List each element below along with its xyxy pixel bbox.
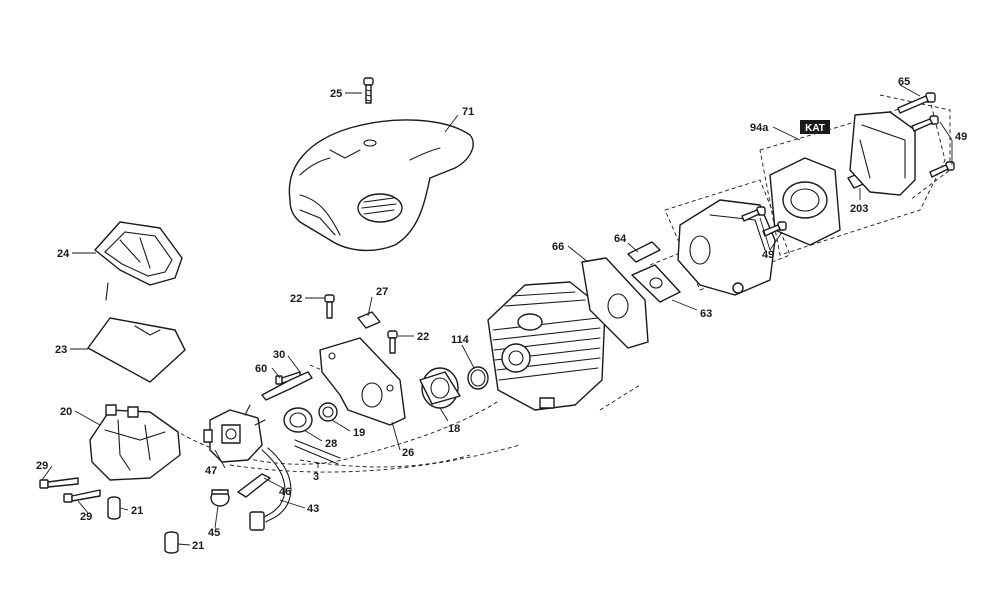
callout-19: 19 (353, 427, 365, 439)
callout-28: 28 (325, 438, 337, 450)
flange-28-part[interactable] (283, 407, 313, 433)
callout-64: 64 (614, 233, 627, 245)
callout-114: 114 (451, 334, 470, 346)
callout-43: 43 (307, 503, 319, 515)
screw-29-lower-part[interactable] (63, 489, 101, 503)
callout-18: 18 (448, 423, 460, 435)
primer-bulb-part[interactable] (210, 489, 230, 507)
impulse-hose-part[interactable] (294, 439, 341, 465)
filter-housing-part[interactable] (89, 404, 181, 481)
callout-21-upper: 21 (131, 505, 143, 517)
filter-pad-part[interactable] (87, 317, 186, 383)
callout-22-upper: 22 (290, 293, 302, 305)
callout-49-lower: 49 (762, 249, 774, 261)
ring-19-part[interactable] (318, 402, 338, 422)
callout-66: 66 (552, 241, 564, 253)
carburetor-part[interactable] (203, 404, 266, 463)
screw-29-upper-part[interactable] (39, 477, 79, 489)
callout-26: 26 (402, 447, 414, 459)
callout-27: 27 (376, 286, 388, 298)
callout-94a: 94a (750, 122, 769, 134)
muffler-body-part[interactable] (677, 199, 776, 296)
callout-45: 45 (208, 527, 220, 539)
callout-71: 71 (462, 106, 474, 118)
catalyst-94a-part[interactable] (769, 157, 841, 246)
leader-lines (41, 84, 953, 546)
adapter-plate-part[interactable] (319, 337, 406, 426)
muffler-cover-part[interactable] (849, 111, 916, 196)
kat-badge: KAT (800, 120, 830, 134)
screw-25-part[interactable] (363, 77, 374, 104)
gasket-66-part[interactable] (581, 257, 649, 349)
callout-24: 24 (57, 248, 70, 260)
callout-49-upper: 49 (955, 131, 967, 143)
callout-29-lower: 29 (80, 511, 92, 523)
cylinder-part[interactable] (487, 281, 606, 411)
callout-203: 203 (850, 203, 868, 215)
callout-21-lower: 21 (192, 540, 204, 552)
callout-25: 25 (330, 88, 342, 100)
screw-49-upper-b-part[interactable] (929, 161, 955, 178)
callout-labels: 25 71 65 94a 49 203 49 64 66 63 24 22 27… (36, 76, 967, 552)
kat-badge-label: KAT (805, 123, 825, 134)
callout-60: 60 (255, 363, 267, 375)
callout-29-upper: 29 (36, 460, 48, 472)
callout-30: 30 (273, 349, 285, 361)
screw-65-part[interactable] (897, 92, 936, 114)
screw-49-upper-a-part[interactable] (911, 115, 939, 132)
callout-22-lower: 22 (417, 331, 429, 343)
callout-65: 65 (898, 76, 910, 88)
callout-20: 20 (60, 406, 72, 418)
screw-49-lower-b-part[interactable] (762, 221, 787, 237)
intake-manifold-part[interactable] (419, 367, 461, 409)
callout-23: 23 (55, 344, 67, 356)
foot-21-upper-part[interactable] (107, 496, 121, 520)
top-cover-part[interactable] (288, 119, 474, 252)
air-filter-frame-part[interactable] (94, 221, 183, 301)
screw-22-lower-part[interactable] (387, 330, 398, 354)
callout-63: 63 (700, 308, 712, 320)
fuel-hose-part[interactable] (249, 447, 292, 531)
gasket-63-part[interactable] (631, 264, 681, 303)
screw-49-lower-a-part[interactable] (741, 206, 766, 222)
nut-27-part[interactable] (357, 311, 381, 329)
callout-46: 46 (279, 486, 291, 498)
spacer-64-part[interactable] (627, 241, 661, 263)
callout-47: 47 (205, 465, 217, 477)
lever-46-part[interactable] (237, 473, 271, 498)
bracket-30-part[interactable] (261, 371, 313, 401)
screw-22-upper-part[interactable] (324, 294, 335, 319)
foot-21-lower-part[interactable] (164, 531, 179, 554)
callout-3: 3 (313, 471, 319, 483)
o-ring-114-part[interactable] (467, 366, 489, 390)
